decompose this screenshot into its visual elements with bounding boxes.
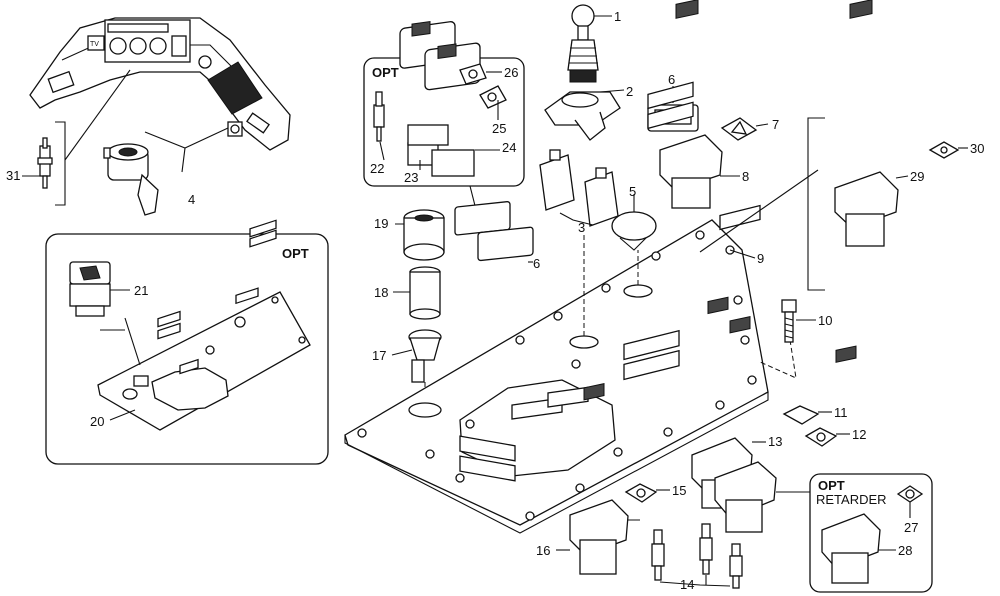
- dashboard-assembly: TV: [29, 17, 291, 151]
- callout-4: 4: [188, 192, 195, 207]
- leaders-22-23: [379, 141, 421, 170]
- callout-17: 17: [372, 348, 386, 363]
- part-16-switch: [569, 383, 629, 575]
- part-29-switch: [834, 0, 899, 247]
- part-26-symbol: [459, 63, 487, 85]
- callout-22: 22: [370, 161, 384, 176]
- callout-31: 31: [6, 168, 20, 183]
- part-1-joystick: [567, 4, 599, 83]
- part-28-switch: [821, 345, 881, 584]
- callout-2: 2: [626, 84, 633, 99]
- callout-30: 30: [970, 141, 984, 156]
- callout-6-upper: 6: [668, 72, 675, 87]
- callout-20: 20: [90, 414, 104, 429]
- callout-6-lower: 6: [533, 256, 540, 271]
- part-25-symbol: [479, 85, 507, 109]
- part-9-main-panel: [344, 81, 769, 534]
- part-23-switch: [399, 20, 456, 166]
- retarder-label: RETARDER: [816, 492, 887, 507]
- part-11-cover: [782, 405, 820, 425]
- part-3-brackets: [539, 149, 619, 227]
- part-15-symbol: [624, 483, 658, 503]
- callout-3: 3: [578, 220, 585, 235]
- callout-21: 21: [134, 283, 148, 298]
- part-4-socket: [103, 143, 159, 216]
- opt-left-label: OPT: [282, 246, 309, 261]
- part-6-lower-lamps: [454, 201, 534, 262]
- callout-12: 12: [852, 427, 866, 442]
- dash-10-panel: [759, 339, 797, 379]
- part-22-connector: [373, 91, 385, 142]
- tv-badge-text: TV: [90, 41, 99, 48]
- part-14-connectors: [651, 523, 743, 589]
- opt-group-top: OPT: [363, 20, 525, 187]
- callout-19: 19: [374, 216, 388, 231]
- part-27-symbol: [896, 485, 924, 503]
- part-7-hazard-symbol: [720, 117, 758, 141]
- opt-top-label: OPT: [372, 65, 399, 80]
- callout-28: 28: [898, 543, 912, 558]
- opt-group-left: OPT: [45, 219, 329, 465]
- callout-24: 24: [502, 140, 516, 155]
- part-12-symbol: [804, 427, 838, 447]
- callout-18: 18: [374, 285, 388, 300]
- callout-15: 15: [672, 483, 686, 498]
- part-21-switch: [69, 261, 111, 317]
- callout-labels: 1 2 3 4 5 6 6 7 8 9 10 11 12 13 14 15 16…: [6, 9, 984, 592]
- bracket-31: [55, 121, 66, 206]
- callout-29: 29: [910, 169, 924, 184]
- callout-26: 26: [504, 65, 518, 80]
- part-31-pin: [37, 137, 53, 189]
- leaders-17-19: [391, 223, 413, 356]
- opt-group-retarder: OPT RETARDER: [809, 345, 933, 593]
- part-17-socket: [408, 329, 442, 383]
- callout-7: 7: [772, 117, 779, 132]
- leader-dash: [64, 69, 131, 161]
- callout-14: 14: [680, 577, 694, 592]
- callout-1: 1: [614, 9, 621, 24]
- leader-4: [144, 127, 229, 149]
- bracket-29: [807, 117, 825, 291]
- part-19-knob: [403, 209, 445, 261]
- callout-23: 23: [404, 170, 418, 185]
- dash-lines-panel: [583, 234, 639, 336]
- part-10-bolt: [781, 299, 797, 343]
- part-2-base: [544, 91, 621, 141]
- part-5-cap: [611, 211, 657, 251]
- part-24-switch: [424, 42, 481, 177]
- callout-13: 13: [768, 434, 782, 449]
- gauge-icon: [149, 37, 167, 55]
- part-20-panel: [97, 219, 311, 431]
- callout-10: 10: [818, 313, 832, 328]
- callout-9: 9: [757, 251, 764, 266]
- gauge-icon: [129, 37, 147, 55]
- part-18-sleeve: [409, 266, 441, 320]
- callout-16: 16: [536, 543, 550, 558]
- callout-5: 5: [629, 184, 636, 199]
- callout-8: 8: [742, 169, 749, 184]
- callout-27: 27: [904, 520, 918, 535]
- callout-11: 11: [834, 405, 848, 420]
- gauge-icon: [109, 37, 127, 55]
- vent-grille: [207, 61, 263, 115]
- opt-bottom-label: OPT: [818, 478, 845, 493]
- tv-badge: [87, 35, 105, 51]
- part-8-switch: [659, 0, 723, 209]
- part-30-symbol: [928, 141, 960, 159]
- callout-25: 25: [492, 121, 506, 136]
- part-13-switch-b: [714, 315, 777, 533]
